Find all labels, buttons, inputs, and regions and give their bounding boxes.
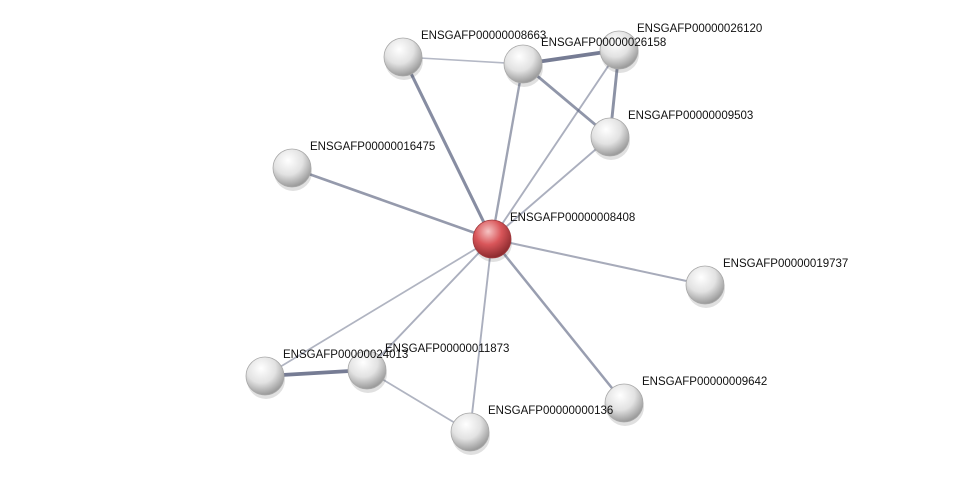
edge-F-H[interactable] [264, 238, 493, 377]
node-label: ENSGAFP00000019737 [723, 258, 848, 270]
edge-B-F[interactable] [490, 63, 525, 240]
query-protein-node[interactable] [472, 219, 512, 259]
protein-node[interactable] [604, 383, 644, 423]
labels-layer: ENSGAFP00000008663ENSGAFP00000026158ENSG… [283, 23, 848, 417]
edge-D-F[interactable] [491, 136, 611, 240]
edge-F-J[interactable] [491, 238, 625, 404]
node-label: ENSGAFP00000009642 [642, 376, 767, 388]
protein-node[interactable] [347, 350, 387, 390]
edge-F-G[interactable] [491, 237, 706, 287]
node-label: ENSGAFP00000011873 [385, 343, 509, 355]
node-label: ENSGAFP00000026158 [541, 37, 666, 49]
protein-node[interactable] [272, 148, 312, 188]
edge-A-F[interactable] [401, 56, 494, 240]
edge-F-K[interactable] [469, 238, 493, 433]
node-label: ENSGAFP00000000136 [488, 405, 613, 417]
protein-node[interactable] [590, 117, 630, 157]
edge-A-B[interactable] [402, 56, 524, 65]
node-label: ENSGAFP00000009503 [628, 110, 753, 122]
protein-node[interactable] [450, 412, 490, 452]
edge-C-F[interactable] [491, 49, 620, 240]
protein-node[interactable] [245, 356, 285, 396]
edge-E-F[interactable] [291, 166, 493, 241]
edge-I-K[interactable] [366, 369, 471, 433]
protein-node[interactable] [685, 265, 725, 305]
node-label: ENSGAFP00000008408 [510, 212, 635, 224]
protein-node[interactable] [503, 44, 543, 84]
node-label: ENSGAFP00000016475 [310, 141, 435, 153]
node-label: ENSGAFP00000024013 [283, 349, 408, 361]
protein-node[interactable] [599, 30, 639, 70]
edge-F-I[interactable] [366, 238, 493, 371]
node-label: ENSGAFP00000026120 [637, 23, 762, 35]
nodes-layer [245, 30, 725, 455]
protein-node[interactable] [383, 37, 423, 77]
node-label: ENSGAFP00000008663 [421, 30, 546, 42]
